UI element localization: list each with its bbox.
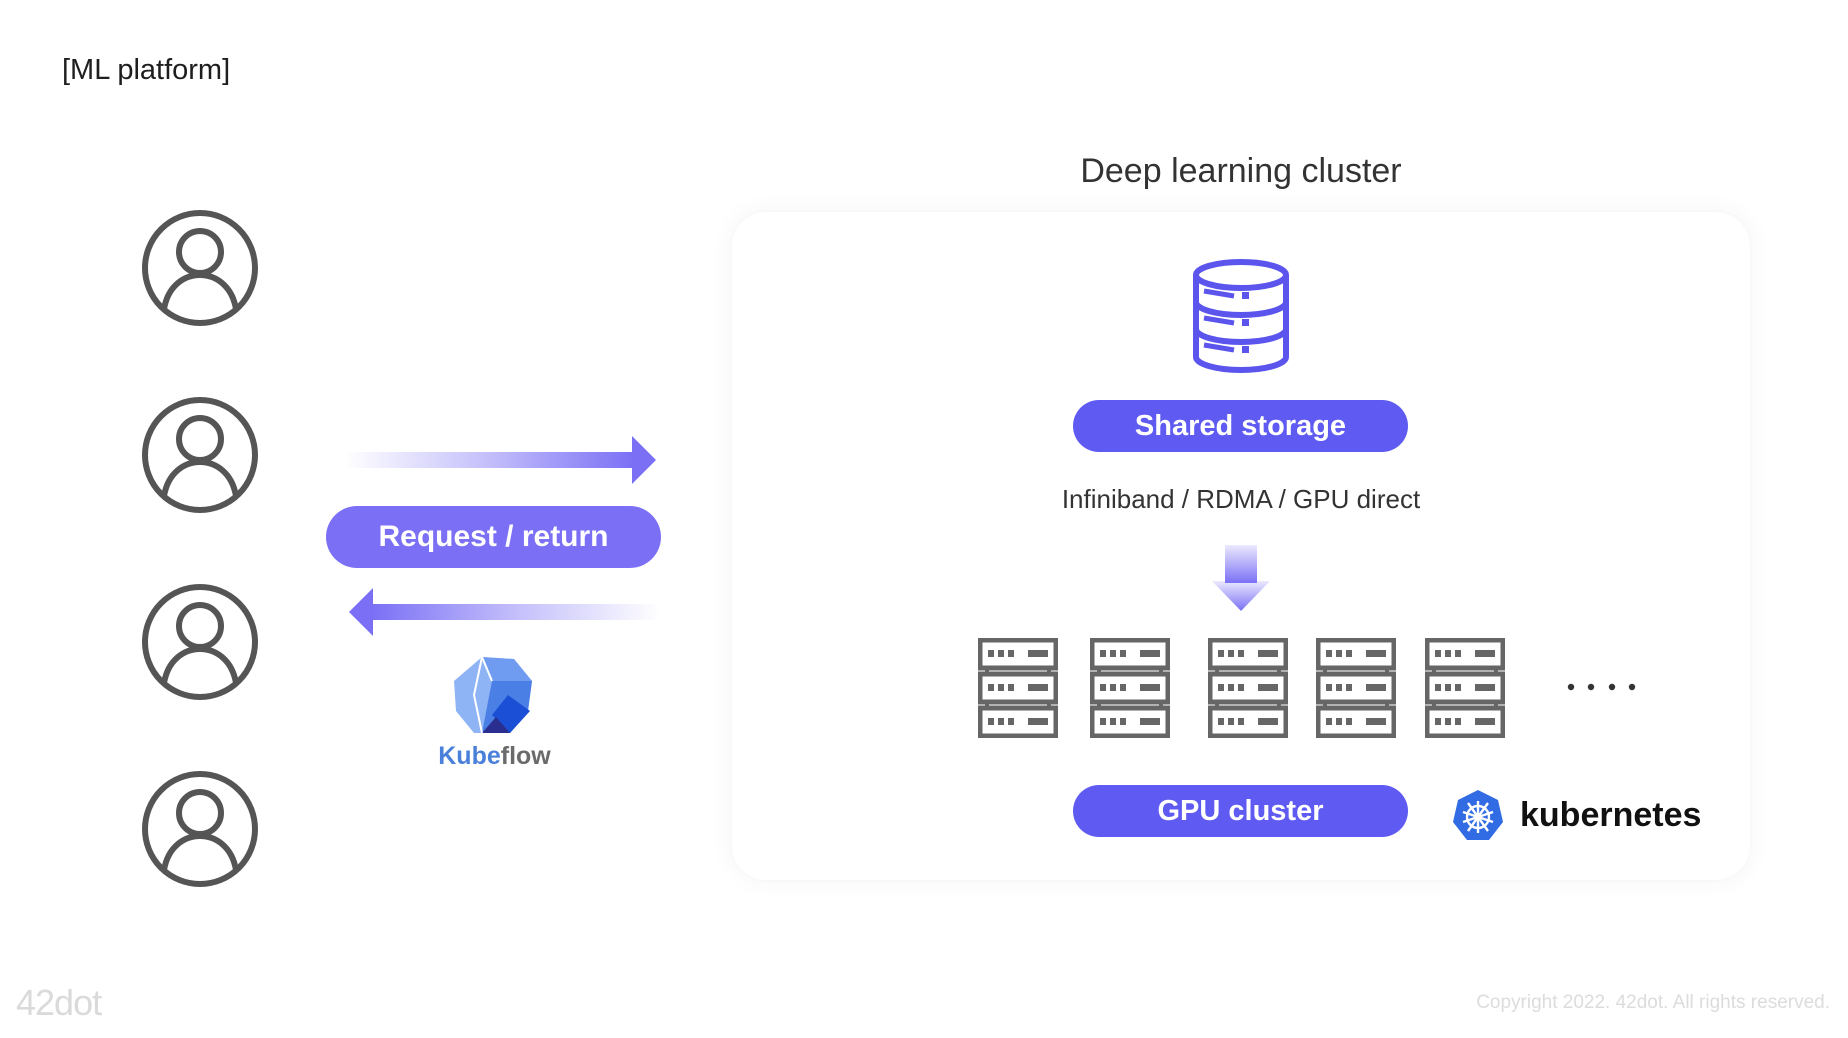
server-rack-icon: [1208, 638, 1288, 738]
arrow-right-icon: [345, 436, 656, 484]
shared-storage-label: Shared storage: [1073, 400, 1408, 452]
kubeflow-logo-icon: [454, 656, 532, 734]
server-rack-icon: [978, 638, 1058, 738]
kubernetes-label: kubernetes: [1520, 796, 1702, 834]
interconnect-label: Infiniband / RDMA / GPU direct: [1061, 484, 1421, 514]
gpu-cluster-label: GPU cluster: [1073, 785, 1408, 837]
kubeflow-label-kube: Kube: [438, 742, 501, 770]
user-icon: [142, 771, 258, 887]
more-servers-indicator: [1567, 683, 1636, 691]
database-icon: [1193, 259, 1289, 374]
brand-logo: 42dot: [16, 982, 102, 1023]
kubeflow-label: Kubeflow: [432, 742, 557, 771]
arrow-down-icon: [1212, 545, 1270, 611]
page-title: [ML platform]: [62, 54, 231, 86]
request-return-label: Request / return: [326, 506, 661, 568]
kubeflow-label-flow: flow: [500, 742, 551, 770]
server-rack-icon: [1425, 638, 1505, 738]
server-rack-icon: [1090, 638, 1170, 738]
user-icon: [142, 210, 258, 326]
copyright-text: Copyright 2022. 42dot. All rights reserv…: [1476, 992, 1830, 1013]
cluster-title: Deep learning cluster: [1080, 152, 1402, 190]
arrow-left-icon: [349, 588, 660, 636]
server-rack-icon: [1316, 638, 1396, 738]
user-icon: [142, 584, 258, 700]
user-icon: [142, 397, 258, 513]
kubernetes-logo-icon: [1453, 790, 1503, 840]
